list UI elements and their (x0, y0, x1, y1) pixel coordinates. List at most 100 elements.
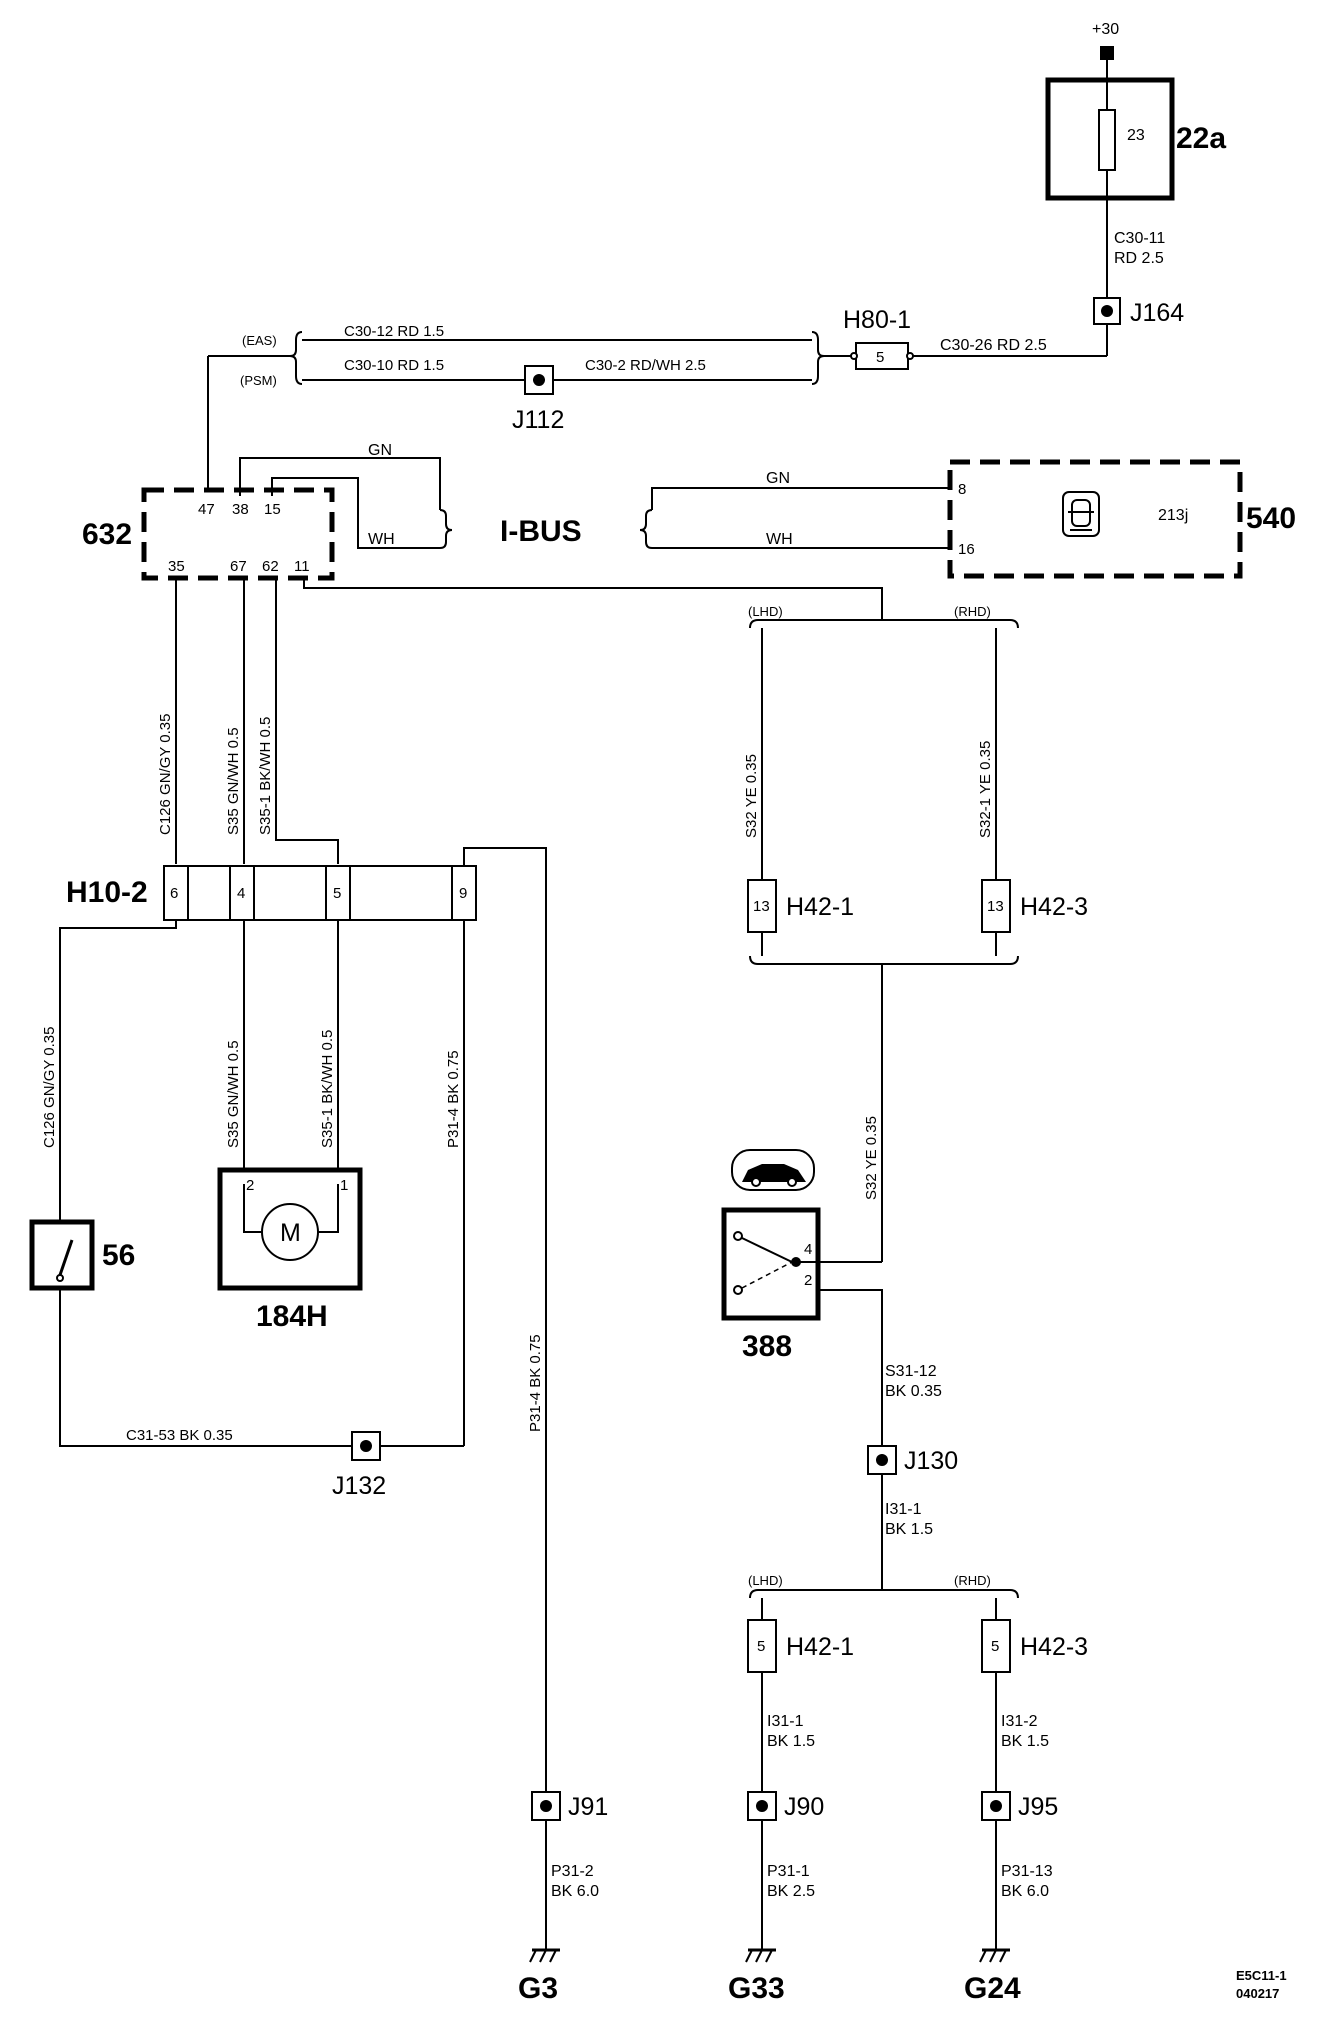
module-540-code: 213j (1158, 507, 1188, 524)
motor-symbol: M (280, 1219, 301, 1247)
wire-label-c30-10: C30-10 RD 1.5 (344, 357, 444, 374)
splice-j95: J95 (981, 1791, 1058, 1821)
car-alarm-icon (1062, 491, 1100, 537)
fuse-number: 23 (1127, 127, 1145, 144)
splice-j95-label: J95 (1018, 1793, 1058, 1821)
pin-15: 15 (264, 501, 281, 518)
wire-label-i31-1-b-line1: I31-1 (767, 1713, 804, 1730)
motor-184h-label: 184H (256, 1300, 328, 1333)
splice-j130: J130 (867, 1445, 958, 1475)
variant-eas: (EAS) (242, 333, 277, 348)
wire-label-p31-2-line2: BK 6.0 (551, 1883, 599, 1900)
connector-h42-3-bottom-body (981, 1619, 1011, 1673)
connector-h42-1-bottom-pin: 5 (757, 1638, 765, 1655)
wire-label-p31-4-lower: P31-4 BK 0.75 (527, 1334, 544, 1432)
wire-label-c126-top: C126 GN/GY 0.35 (157, 714, 174, 835)
motor-pin-2: 2 (246, 1177, 254, 1194)
variant-rhd-top: (RHD) (954, 604, 991, 619)
pin-47: 47 (198, 501, 215, 518)
connector-h80-1: H80-1 5 (843, 306, 914, 370)
wire-label-wh-top: WH (368, 531, 395, 548)
connector-h42-1-top: 13 H42-1 (747, 879, 854, 933)
wire-label-i31-2-line2: BK 1.5 (1001, 1733, 1049, 1750)
wire-label-c30-11-line1: C30-11 (1114, 230, 1165, 247)
pin-8: 8 (958, 481, 966, 498)
connector-h42-1-bottom-body (747, 1619, 777, 1673)
wire-label-i31-1-a-line1: I31-1 (885, 1501, 922, 1518)
variant-psm: (PSM) (240, 373, 277, 388)
wire-label-i31-1-a-line2: BK 1.5 (885, 1521, 933, 1538)
wire-label-c30-26: C30-26 RD 2.5 (940, 337, 1047, 354)
variant-lhd-top: (LHD) (748, 604, 783, 619)
switch-388-pin-2: 2 (804, 1272, 812, 1289)
ground-g3: G3 (518, 1948, 560, 2005)
ground-icon (529, 1948, 560, 1963)
splice-j112-label: J112 (512, 406, 564, 434)
splice-j132: J132 (332, 1431, 386, 1500)
ibus-brace-left (439, 509, 453, 549)
power-label: +30 (1092, 21, 1119, 38)
wire-label-s35-1-top: S35-1 BK/WH 0.5 (257, 717, 274, 835)
power-terminal-icon (1100, 46, 1114, 60)
switch-388-label: 388 (742, 1330, 792, 1363)
wire-label-wh-right: WH (766, 531, 793, 548)
pin-38: 38 (232, 501, 249, 518)
fuse-box-label: 22a (1176, 122, 1226, 155)
wire-label-s32-lhd: S32 YE 0.35 (743, 754, 760, 838)
splice-j164: J164 (1093, 297, 1184, 327)
pin-62: 62 (262, 558, 279, 575)
connector-h42-1-bottom-label: H42-1 (786, 1633, 854, 1661)
h10-pin-9: 9 (459, 885, 467, 902)
wire-label-i31-1-b-line2: BK 1.5 (767, 1733, 815, 1750)
connector-h42-3-top-pin: 13 (987, 898, 1004, 915)
wire-label-p31-13-line1: P31-13 (1001, 1863, 1053, 1880)
wire-label-s35-bottom: S35 GN/WH 0.5 (225, 1040, 242, 1148)
switch-56-label: 56 (102, 1239, 135, 1272)
wire-label-s31-12-line2: BK 0.35 (885, 1383, 942, 1400)
fuse-icon (1098, 109, 1116, 171)
diagram-date: 040217 (1236, 1986, 1279, 2001)
ground-g24: G24 (964, 1948, 1021, 2005)
ground-g33: G33 (728, 1948, 785, 2005)
module-540-label: 540 (1246, 502, 1296, 535)
ibus-brace-right (639, 509, 653, 549)
switch-icon (721, 1207, 821, 1321)
splice-j164-label: J164 (1130, 299, 1184, 327)
h10-pin-4: 4 (237, 885, 245, 902)
wire-label-s32-mid: S32 YE 0.35 (863, 1116, 880, 1200)
ground-icon (979, 1948, 1010, 1963)
pin-35: 35 (168, 558, 185, 575)
wire-label-s35-1-bottom: S35-1 BK/WH 0.5 (319, 1030, 336, 1148)
connector-h42-3-bottom: 5 H42-3 (981, 1619, 1088, 1673)
wire-label-s32-1-rhd: S32-1 YE 0.35 (977, 741, 994, 838)
connector-h42-1-bottom: 5 H42-1 (747, 1619, 854, 1673)
switch-388-pin-4: 4 (804, 1241, 812, 1258)
connector-h42-3-top-body (981, 879, 1011, 933)
splice-j90-label: J90 (784, 1793, 824, 1821)
ground-g24-label: G24 (964, 1972, 1021, 2005)
pin-67: 67 (230, 558, 247, 575)
module-540: 8 16 213j 540 (947, 459, 1296, 579)
connector-h42-1-top-body (747, 879, 777, 933)
wire-label-gn-right: GN (766, 470, 790, 487)
h10-pin-6: 6 (170, 885, 178, 902)
module-632-label: 632 (82, 518, 132, 551)
wire-label-s31-12-line1: S31-12 (885, 1363, 937, 1380)
module-632: 632 47 38 15 35 67 62 11 (82, 487, 335, 581)
variant-rhd-bottom: (RHD) (954, 1573, 991, 1588)
pin-11: 11 (294, 558, 310, 575)
connector-h42-3-bottom-pin: 5 (991, 1638, 999, 1655)
wire-label-c126-bottom: C126 GN/GY 0.35 (41, 1027, 58, 1148)
pin-16: 16 (958, 541, 975, 558)
wire-label-p31-2-line1: P31-2 (551, 1863, 594, 1880)
variant-brace-left (289, 331, 303, 385)
connector-h80-1-pin: 5 (876, 349, 884, 366)
wire-label-gn-top: GN (368, 442, 392, 459)
wire-label-p31-4-upper: P31-4 BK 0.75 (445, 1050, 462, 1148)
ground-g33-label: G33 (728, 1972, 785, 2005)
connector-h42-3-top-label: H42-3 (1020, 893, 1088, 921)
wire-label-c31-53: C31-53 BK 0.35 (126, 1427, 233, 1444)
splice-j91-label: J91 (568, 1793, 608, 1821)
connector-h42-1-top-label: H42-1 (786, 893, 854, 921)
wire-label-p31-1-line1: P31-1 (767, 1863, 810, 1880)
